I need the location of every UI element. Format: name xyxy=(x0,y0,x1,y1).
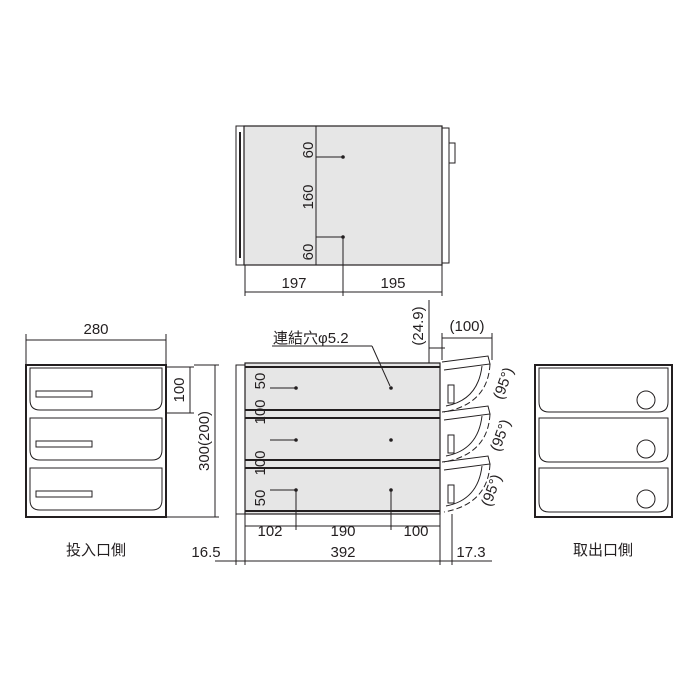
dim-label: 102 xyxy=(257,523,282,540)
dim-label: 60 xyxy=(300,244,317,261)
hole-dot xyxy=(341,235,345,239)
door-angle-label: (95°) xyxy=(487,417,514,454)
lock-icon xyxy=(636,489,656,509)
connection-hole xyxy=(294,488,298,492)
door-angle-label: (95°) xyxy=(490,365,517,402)
front-left-strip xyxy=(235,364,246,515)
outlet-side-view: 取出口側 xyxy=(534,364,673,559)
inlet-side-caption: 投入口側 xyxy=(66,542,126,559)
dim-label: 60 xyxy=(300,142,317,159)
top-view-knob xyxy=(448,142,456,164)
top-view-left-frame xyxy=(235,125,245,266)
connection-hole xyxy=(294,386,298,390)
hole-dot xyxy=(341,155,345,159)
outlet-body xyxy=(534,364,673,518)
left-offset-label: 16.5 xyxy=(191,544,220,561)
dim-label: 197 xyxy=(281,275,306,292)
inlet-body xyxy=(25,364,167,518)
door-angle-label: (95°) xyxy=(478,472,505,509)
top-view: 60 160 60 197 195 xyxy=(235,125,456,296)
top-view-right-frame xyxy=(441,127,450,264)
dim-label: 160 xyxy=(300,184,317,209)
lock-icon xyxy=(636,390,656,410)
hole-label: 連結穴φ5.2 xyxy=(273,330,349,347)
dim-label: 300(200) xyxy=(196,411,213,471)
front-view: 50 100 100 50 連結穴φ5.2 (24.9) (100) xyxy=(191,300,517,565)
dim-label: 190 xyxy=(330,523,355,540)
right-offset-label: 17.3 xyxy=(456,544,485,561)
connection-hole xyxy=(294,438,298,442)
door-depth-label: (100) xyxy=(449,318,484,335)
total-width-label: 392 xyxy=(330,544,355,561)
dim-label: 195 xyxy=(380,275,405,292)
dim-label: 100 xyxy=(403,523,428,540)
front-body xyxy=(244,362,441,515)
dim-label: 100 xyxy=(171,377,188,402)
outlet-side-caption: 取出口側 xyxy=(573,542,633,559)
connection-hole xyxy=(389,488,393,492)
offset-label: (24.9) xyxy=(410,306,427,345)
dim-label: 100 xyxy=(252,399,269,424)
connection-hole xyxy=(389,438,393,442)
door-swings xyxy=(441,355,491,513)
lock-icon xyxy=(636,439,656,459)
connection-hole xyxy=(389,386,393,390)
inlet-drawers xyxy=(29,367,163,511)
dim-label: 50 xyxy=(252,373,269,390)
drawer-dividers xyxy=(245,366,440,512)
dim-label: 100 xyxy=(252,450,269,475)
dim-label: 280 xyxy=(83,321,108,338)
dim-label: 50 xyxy=(252,490,269,507)
inlet-side-view: 280 100 300(200) 投入口側 xyxy=(25,321,219,559)
